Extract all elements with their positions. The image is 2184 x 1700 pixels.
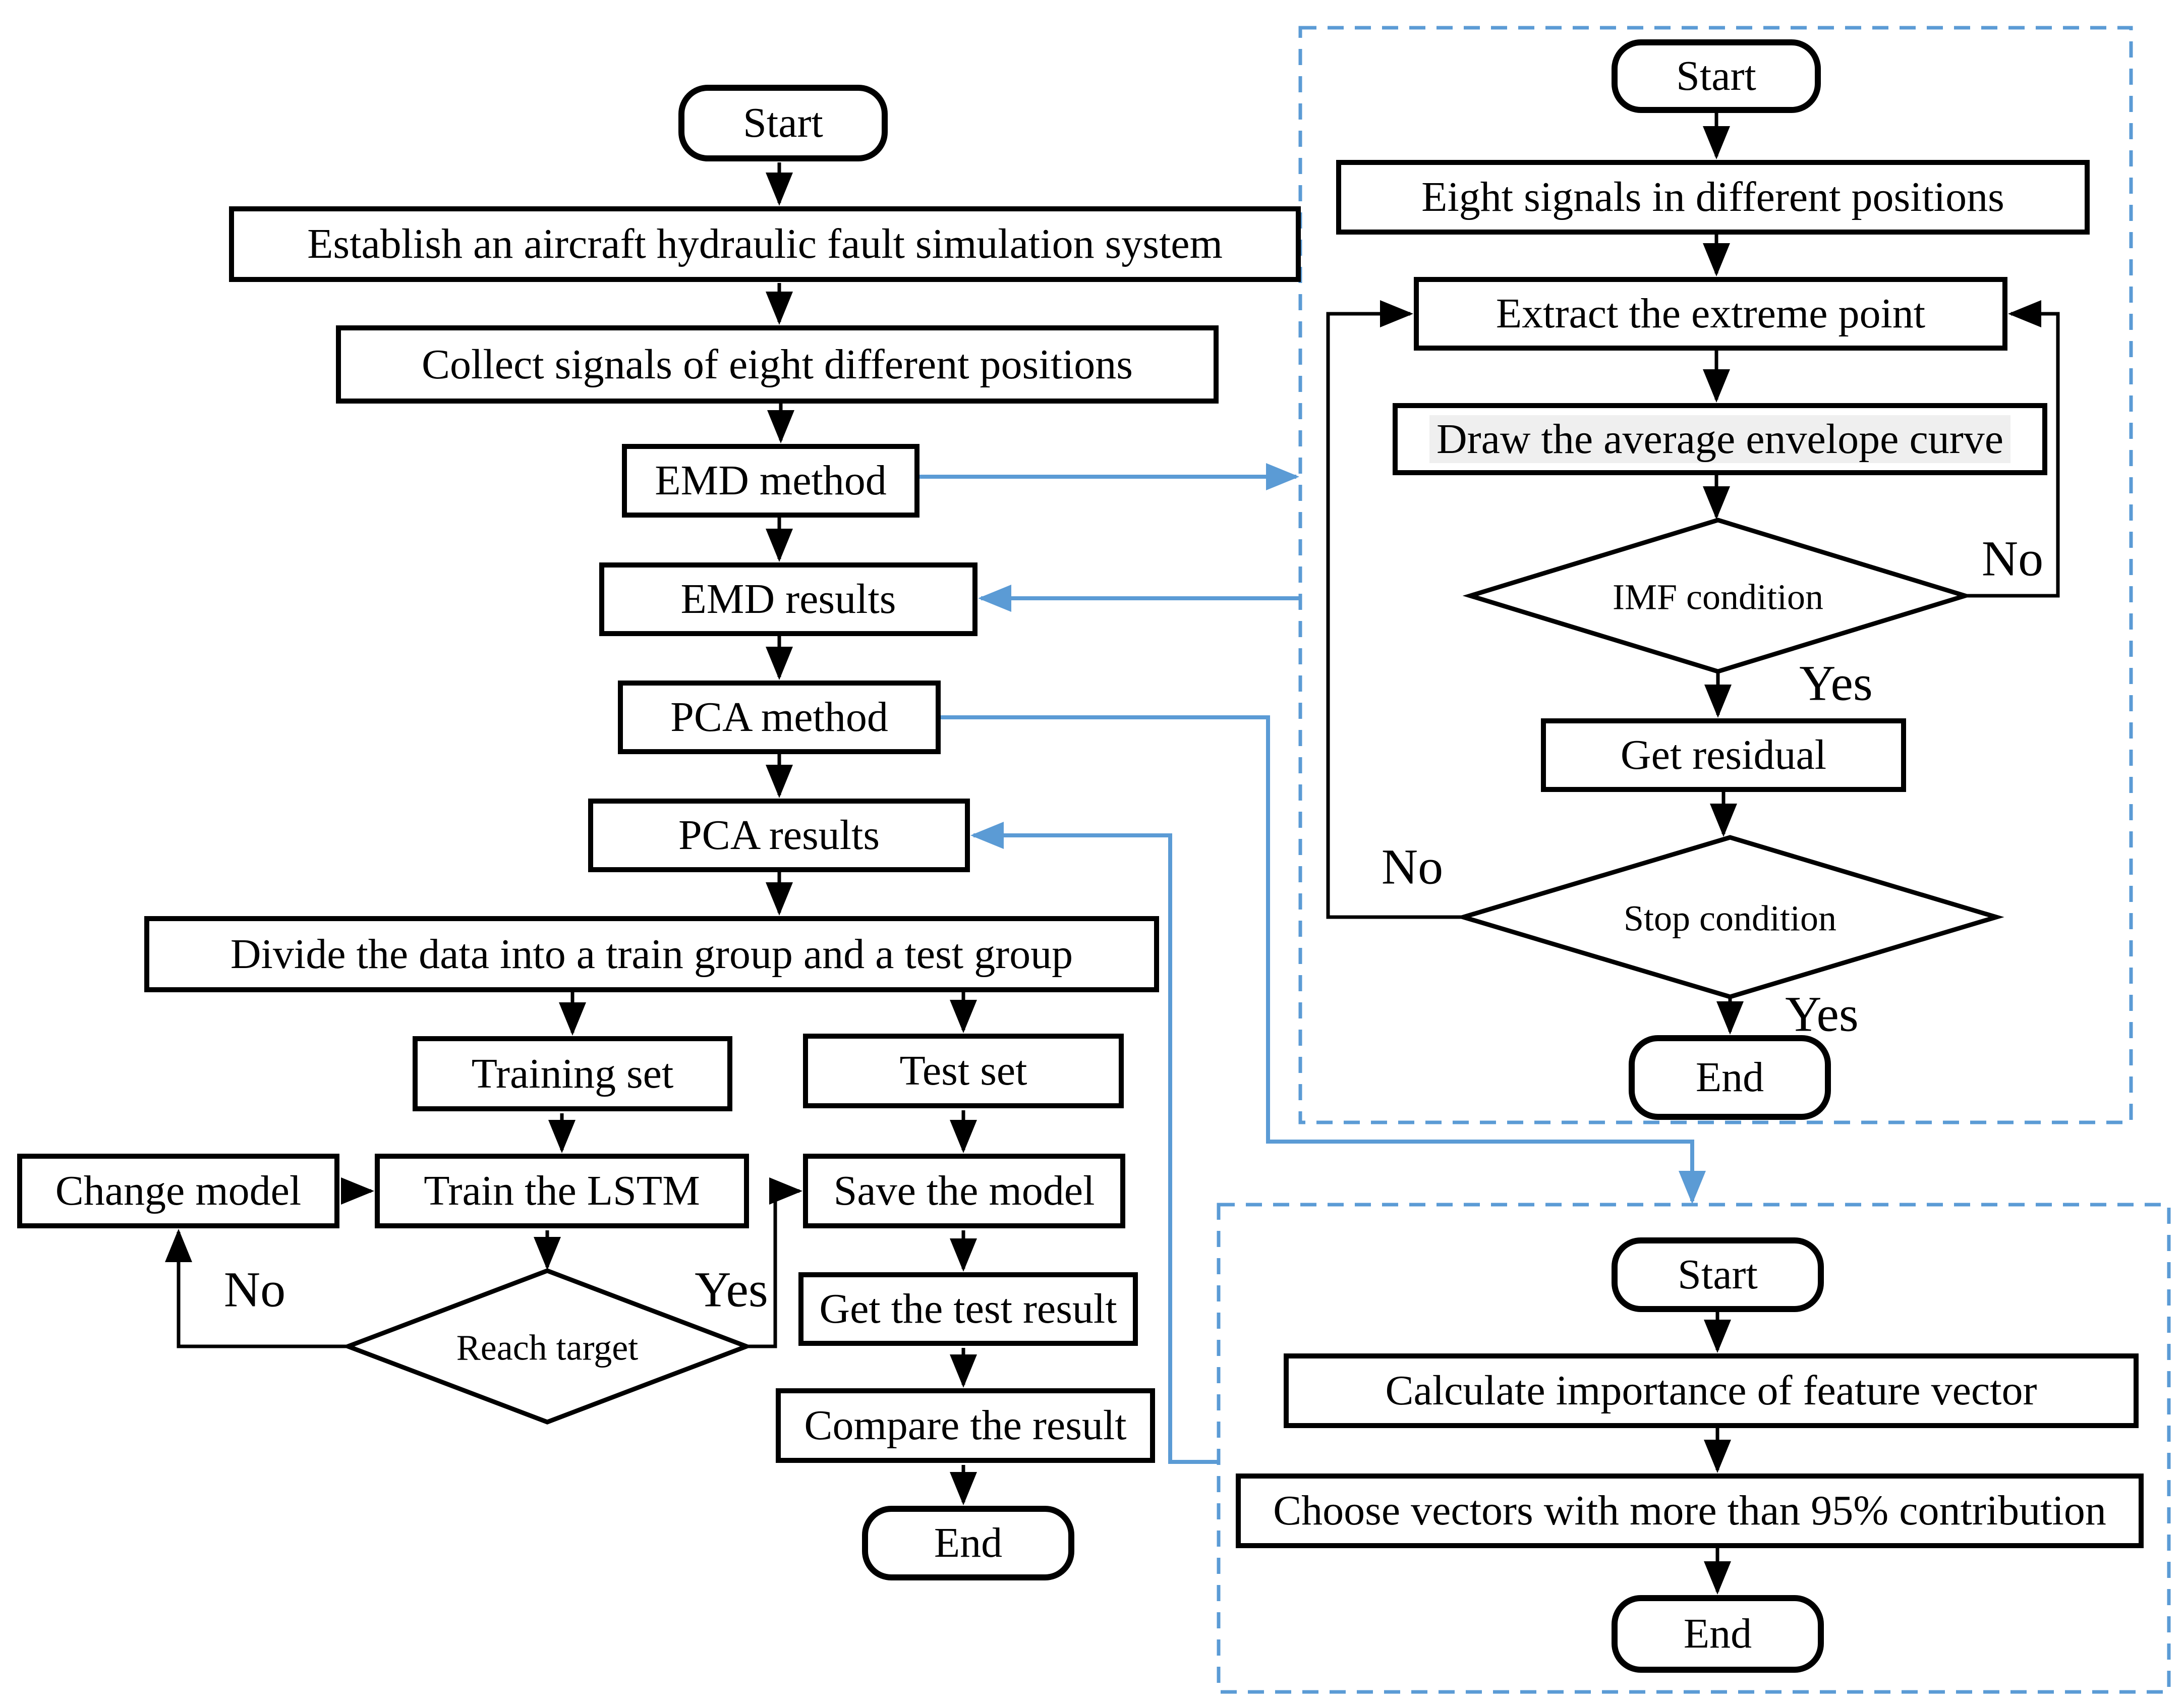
- arrow-stop-no-extract: [1326, 300, 1463, 919]
- node-training-set: Training set: [413, 1036, 732, 1111]
- node-eight-signals: Eight signals in different positions: [1336, 160, 2090, 235]
- node-pcasub-start: Start: [1612, 1237, 1824, 1312]
- imf-yes-label: Yes: [1799, 655, 1873, 711]
- node-pca-method: PCA method: [618, 681, 941, 754]
- node-compare-result: Compare the result: [776, 1388, 1155, 1463]
- link-pcamethod-to-panel: [941, 715, 1706, 1204]
- stop-condition-diamond: [1455, 835, 2004, 999]
- stop-condition-label: Stop condition: [1623, 898, 1837, 939]
- emd-subprocess-panel: [1298, 26, 2133, 1124]
- node-get-residual: Get residual: [1541, 718, 1906, 792]
- arrow-imf-no-extract: [1965, 300, 2060, 598]
- arrow-reach-no-changemodel: [165, 1229, 348, 1348]
- node-get-test-result: Get the test result: [798, 1272, 1138, 1346]
- reach-target-label: Reach target: [456, 1327, 639, 1368]
- stop-no-label: No: [1381, 838, 1444, 895]
- imf-no-label: No: [1981, 530, 2044, 587]
- node-calc-importance: Calculate importance of feature vector: [1284, 1353, 2139, 1428]
- node-emdsub-end: End: [1629, 1035, 1831, 1120]
- node-emdsub-start: Start: [1612, 39, 1821, 113]
- node-test-set: Test set: [803, 1034, 1124, 1108]
- node-emd-results: EMD results: [599, 562, 978, 636]
- node-draw-envelope: Draw the average envelope curve: [1393, 403, 2047, 475]
- node-change-model: Change model: [17, 1154, 339, 1228]
- node-pca-results: PCA results: [588, 799, 970, 872]
- arrow-reach-yes-savemodel: [746, 1177, 802, 1348]
- node-choose-vectors: Choose vectors with more than 95% contri…: [1236, 1474, 2144, 1548]
- node-train-lstm: Train the LSTM: [375, 1154, 749, 1228]
- draw-envelope-label: Draw the average envelope curve: [1429, 415, 2011, 464]
- node-save-model: Save the model: [803, 1154, 1125, 1228]
- node-establish-system: Establish an aircraft hydraulic fault si…: [229, 206, 1301, 282]
- pca-subprocess-panel: [1217, 1203, 2171, 1694]
- node-main-end: End: [862, 1506, 1074, 1580]
- node-main-start: Start: [678, 85, 888, 161]
- reach-no-label: No: [223, 1261, 286, 1318]
- node-collect-signals: Collect signals of eight different posit…: [336, 325, 1219, 404]
- node-pcasub-end: End: [1612, 1595, 1824, 1673]
- node-emd-method: EMD method: [622, 444, 919, 518]
- node-divide-data: Divide the data into a train group and a…: [144, 916, 1159, 992]
- stop-yes-label: Yes: [1785, 986, 1859, 1042]
- link-panel-to-pcaresults: [970, 822, 1219, 1464]
- node-extract-extreme-point: Extract the extreme point: [1414, 277, 2007, 351]
- reach-yes-label: Yes: [695, 1261, 768, 1318]
- imf-condition-label: IMF condition: [1612, 577, 1824, 617]
